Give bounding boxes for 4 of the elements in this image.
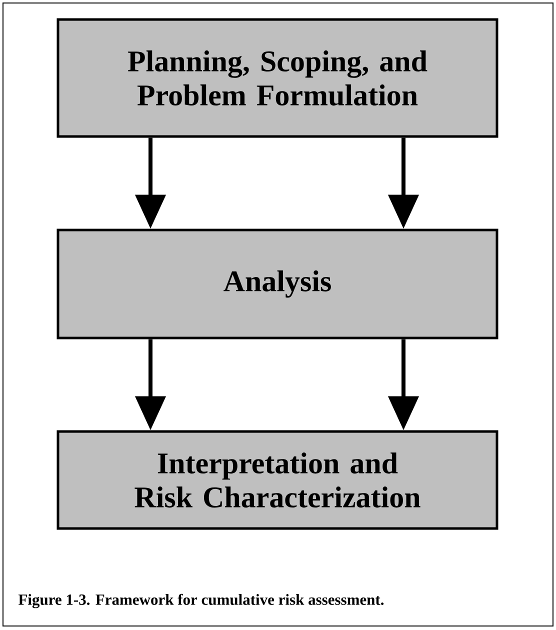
process-box: Analysis — [56, 228, 498, 340]
figure-caption: Figure 1-3. Framework for cumulative risk assessment. — [18, 594, 384, 608]
process-box: Interpretation and Risk Characterization — [56, 430, 498, 530]
process-box: Planning, Scoping, and Problem Formulation — [56, 18, 498, 138]
